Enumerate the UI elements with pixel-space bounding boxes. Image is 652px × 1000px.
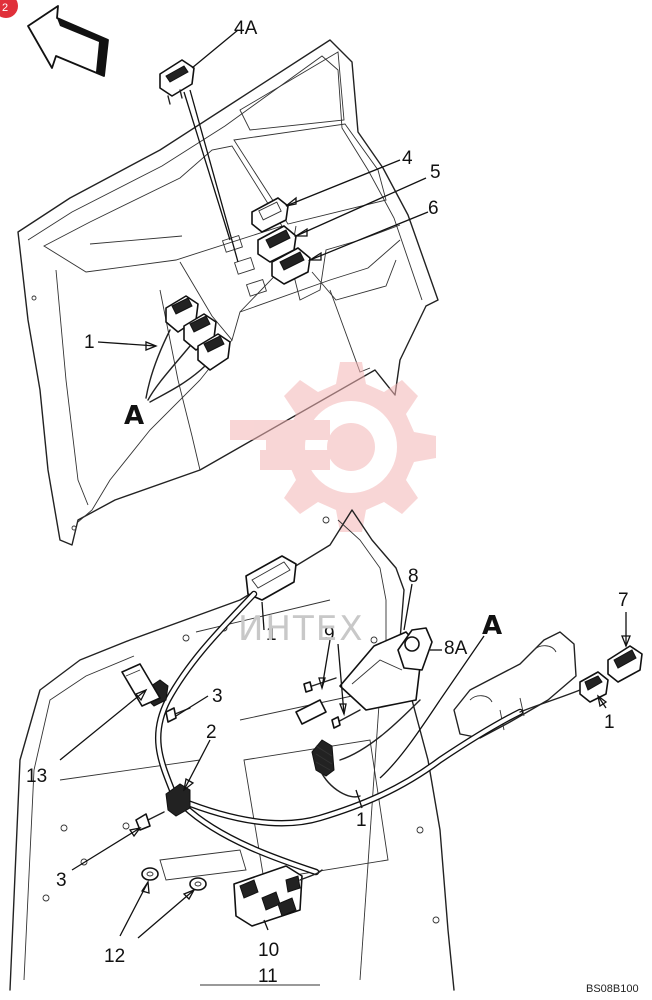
drawing-code: BS08B100 [586, 983, 639, 995]
switch-bracket-right [453, 631, 577, 739]
switch-4a [159, 59, 195, 105]
callout-4: 4 [402, 148, 413, 169]
callout-12: 12 [104, 946, 125, 967]
callout-11: 11 [258, 966, 278, 987]
badge-number: 2 [2, 2, 8, 14]
callout-3-bottom: 3 [56, 870, 67, 891]
callout-7: 7 [618, 590, 629, 611]
direction-arrow-icon [27, 5, 109, 77]
screws-9 [303, 677, 361, 729]
callout-1-top: 1 [84, 332, 95, 353]
callout-1-right: 1 [604, 712, 615, 733]
harness-connector-plug [311, 739, 335, 777]
callout-9: 9 [324, 624, 335, 645]
callout-1-lamp: 1 [266, 624, 277, 645]
switch-7 [607, 645, 643, 683]
callout-1-mid: 1 [356, 810, 367, 831]
watermark-gear-icon [230, 362, 436, 532]
switch-assembly-8 [295, 627, 433, 725]
callout-5: 5 [430, 162, 441, 183]
callout-10: 10 [258, 940, 279, 961]
switch-connectors-upper [145, 295, 231, 403]
wire-harness [154, 590, 581, 876]
leader-lines [59, 29, 631, 939]
callout-8: 8 [408, 566, 419, 587]
callout-6: 6 [428, 198, 439, 219]
callout-2: 2 [206, 722, 217, 743]
grommet-2 [165, 783, 191, 817]
callout-a-right: A [482, 611, 502, 641]
page-badge: 2 [0, 0, 18, 18]
callout-labels: 4A 4 5 6 1 A 1 8 9 8A A 7 1 3 2 13 1 3 1… [26, 18, 629, 987]
callout-13: 13 [26, 766, 47, 787]
cab-lamp [245, 555, 297, 601]
fuse-block-10-11 [233, 865, 323, 927]
callout-8a: 8A [444, 638, 468, 659]
switch-5 [257, 225, 297, 263]
clip-13 [121, 663, 161, 707]
switch-6 [271, 247, 311, 285]
callout-a-left: A [124, 401, 144, 431]
switch-connector-right [579, 671, 609, 703]
cab-frame [9, 509, 455, 991]
watermark-text: ИНТЕХ [238, 609, 365, 649]
switch-4 [251, 197, 289, 233]
washers-12 [141, 867, 207, 891]
bolt-3-lower [135, 811, 165, 831]
callout-4a: 4A [234, 18, 258, 39]
callout-3-top: 3 [212, 686, 223, 707]
